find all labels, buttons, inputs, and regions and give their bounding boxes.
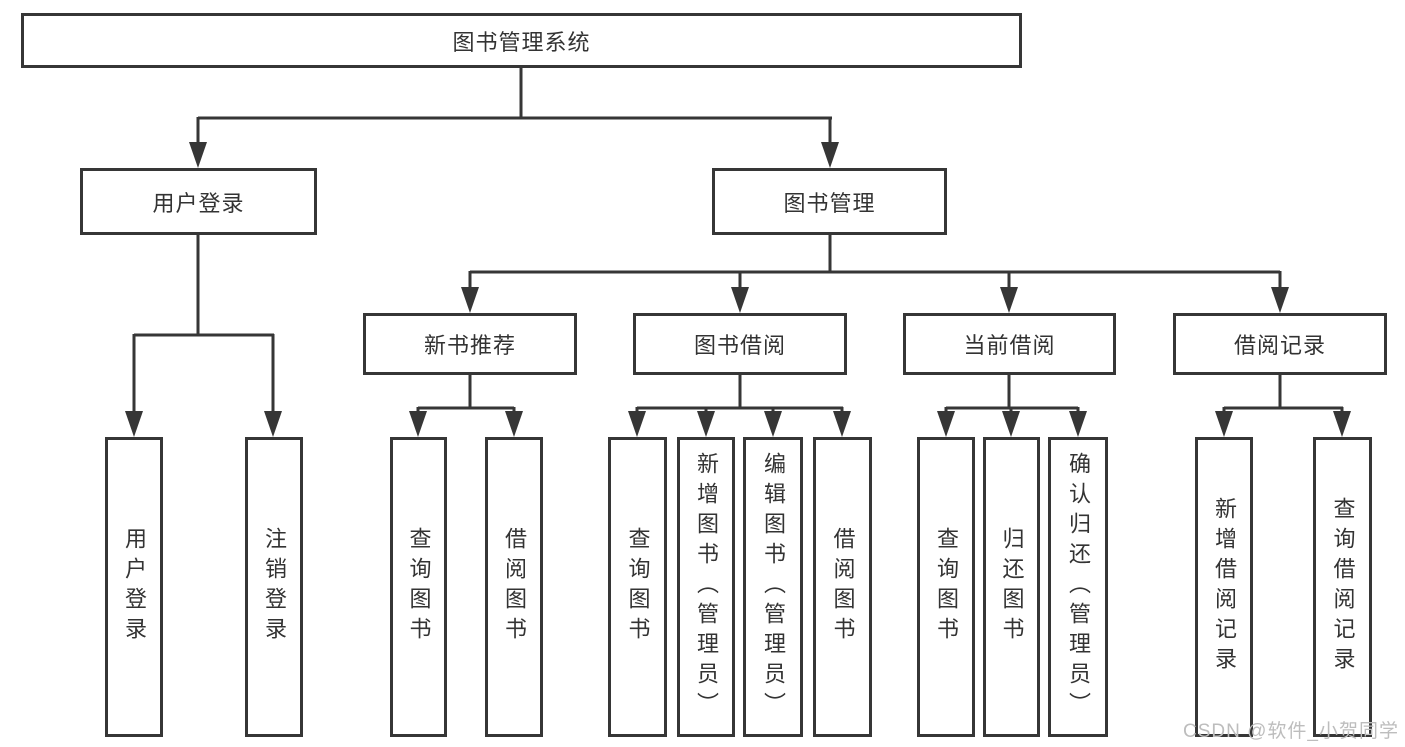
arrow-nb-query	[409, 411, 427, 437]
node-user-login: 用户登录	[80, 168, 317, 235]
leaf-query-books-current: 查询图书	[917, 437, 975, 737]
arrow-bb-add	[697, 411, 715, 437]
connector-drop-cb-return	[1009, 407, 1013, 413]
leaf-query-books-current-label: 查询图书	[934, 527, 959, 647]
leaf-query-borrow-record: 查询借阅记录	[1313, 437, 1372, 737]
leaf-borrow-books-borrowing: 借阅图书	[813, 437, 872, 737]
arrow-leaf-user-login	[125, 411, 143, 437]
connector-drop-book-borrowing	[738, 271, 742, 288]
connector-drop-borrow-records	[1278, 271, 1282, 288]
connector-drop-bb-borrow	[840, 407, 844, 413]
connector-drop-leaf-user-login	[132, 334, 136, 412]
leaf-query-borrow-record-label: 查询借阅记录	[1330, 497, 1356, 677]
arrow-borrow-records	[1271, 287, 1289, 313]
leaf-edit-book-admin-label: 编辑图书（管理员）	[761, 452, 786, 722]
node-current-borrowing: 当前借阅	[903, 313, 1116, 375]
connector-drop-cb-confirm	[1076, 407, 1080, 413]
connector-new-book-stem	[468, 374, 472, 408]
leaf-edit-book-admin: 编辑图书（管理员）	[743, 437, 803, 737]
connector-drop-bb-edit	[771, 407, 775, 413]
leaf-query-books-recommend: 查询图书	[390, 437, 447, 737]
leaf-query-books-recommend-label: 查询图书	[406, 527, 432, 647]
leaf-user-login: 用户登录	[105, 437, 163, 737]
node-book-borrowing-label: 图书借阅	[693, 333, 786, 358]
arrow-nb-borrow	[505, 411, 523, 437]
arrow-br-query	[1333, 411, 1351, 437]
connector-book-borrowing-stem	[738, 374, 742, 408]
connector-drop-bb-add	[704, 407, 708, 413]
connector-drop-bb-query	[635, 407, 639, 413]
arrow-new-book	[461, 287, 479, 313]
watermark: CSDN @软件_小贺同学	[1183, 721, 1399, 742]
connector-new-book-children	[418, 406, 514, 410]
connector-current-borrowing-stem	[1007, 374, 1011, 408]
arrow-book-borrowing	[731, 287, 749, 313]
leaf-return-book: 归还图书	[983, 437, 1040, 737]
connector-borrow-records-children	[1224, 406, 1343, 410]
connector-drop-new-book	[468, 271, 472, 288]
arrow-bb-edit	[764, 411, 782, 437]
node-new-book-recommend: 新书推荐	[363, 313, 577, 375]
leaf-logout: 注销登录	[245, 437, 303, 737]
node-book-borrowing: 图书借阅	[633, 313, 847, 375]
connector-level3	[470, 270, 1280, 274]
connector-drop-book-management	[828, 117, 832, 143]
arrow-bb-query	[628, 411, 646, 437]
arrow-current-borrowing	[1000, 287, 1018, 313]
connector-user-login-children	[134, 333, 274, 337]
node-book-management: 图书管理	[712, 168, 947, 235]
arrow-bb-borrow	[833, 411, 851, 437]
leaf-confirm-return-admin-label: 确认归还（管理员）	[1066, 452, 1091, 722]
connector-book-management-stem	[828, 234, 832, 273]
connector-drop-br-query	[1340, 407, 1344, 413]
connector-user-login-stem	[196, 234, 200, 335]
connector-book-borrowing-children	[637, 406, 843, 410]
arrow-cb-confirm	[1069, 411, 1087, 437]
leaf-return-book-label: 归还图书	[999, 527, 1025, 647]
leaf-logout-label: 注销登录	[262, 527, 287, 647]
leaf-borrow-books-recommend: 借阅图书	[485, 437, 543, 737]
connector-borrow-records-stem	[1278, 374, 1282, 408]
leaf-query-books-borrowing-label: 查询图书	[625, 527, 651, 647]
leaf-borrow-books-recommend-label: 借阅图书	[502, 527, 527, 647]
connector-drop-nb-query	[416, 407, 420, 413]
node-book-management-label: 图书管理	[783, 190, 876, 216]
connector-drop-leaf-logout	[271, 334, 275, 412]
arrow-leaf-logout	[264, 411, 282, 437]
arrow-cb-return	[1002, 411, 1020, 437]
node-user-login-label: 用户登录	[152, 190, 245, 216]
leaf-add-borrow-record: 新增借阅记录	[1195, 437, 1253, 737]
leaf-query-books-borrowing: 查询图书	[608, 437, 667, 737]
arrow-cb-query	[937, 411, 955, 437]
leaf-confirm-return-admin: 确认归还（管理员）	[1048, 437, 1108, 737]
leaf-add-book-admin: 新增图书（管理员）	[677, 437, 735, 737]
leaf-user-login-label: 用户登录	[122, 527, 147, 647]
arrow-book-management	[821, 142, 839, 168]
node-borrow-records: 借阅记录	[1173, 313, 1387, 375]
node-current-borrowing-label: 当前借阅	[963, 333, 1056, 358]
connector-root-stem	[519, 66, 523, 119]
leaf-borrow-books-borrowing-label: 借阅图书	[830, 527, 856, 647]
node-root-label: 图书管理系统	[452, 29, 591, 55]
arrow-user-login	[189, 142, 207, 168]
connector-drop-br-add	[1222, 407, 1226, 413]
leaf-add-book-admin-label: 新增图书（管理员）	[694, 452, 719, 722]
connector-level2	[198, 116, 832, 120]
arrow-br-add	[1215, 411, 1233, 437]
connector-drop-current-borrowing	[1007, 271, 1011, 288]
connector-drop-cb-query	[944, 407, 948, 413]
node-root: 图书管理系统	[21, 13, 1022, 68]
leaf-add-borrow-record-label: 新增借阅记录	[1212, 497, 1237, 677]
node-new-book-recommend-label: 新书推荐	[423, 333, 516, 358]
connector-drop-user-login	[196, 117, 200, 143]
node-borrow-records-label: 借阅记录	[1233, 333, 1326, 358]
connector-drop-nb-borrow	[512, 407, 516, 413]
